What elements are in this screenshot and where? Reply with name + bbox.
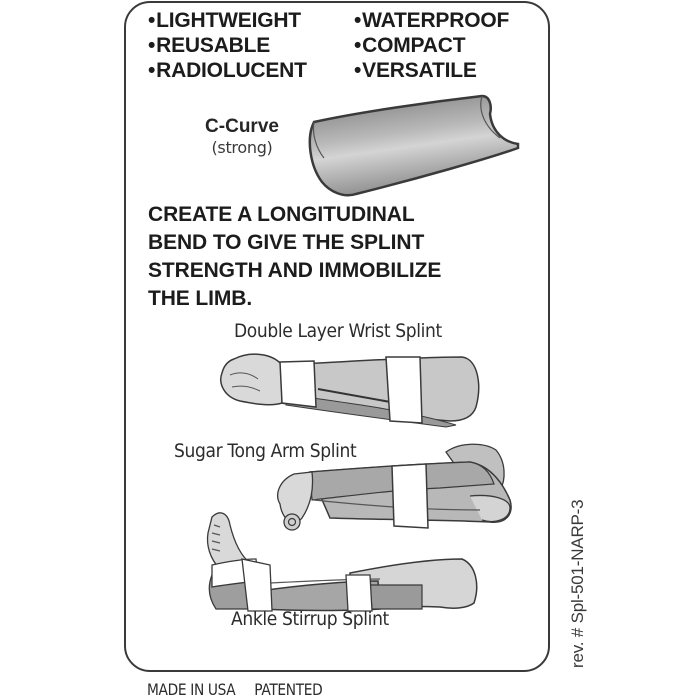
revision-code: rev. # Spl-501-NARP-3: [568, 499, 587, 668]
instruction-text: CREATE A LONGITUDINAL BEND TO GIVE THE S…: [148, 201, 538, 313]
feature-item: VERSATILE: [354, 58, 544, 83]
instruction-line: CREATE A LONGITUDINAL: [148, 203, 415, 226]
feature-item: RADIOLUCENT: [148, 58, 354, 83]
footer: MADE IN USA PATENTED: [147, 680, 323, 699]
feature-item: COMPACT: [354, 33, 544, 58]
made-in-label: MADE IN USA: [147, 680, 236, 699]
c-curve-subtitle: (strong): [211, 138, 273, 157]
feature-item: WATERPROOF: [354, 8, 544, 33]
sugar-tong-caption: Sugar Tong Arm Splint: [174, 440, 357, 462]
ankle-stirrup-caption: Ankle Stirrup Splint: [231, 608, 389, 630]
c-curve-splint-icon: [308, 94, 520, 197]
instruction-line: BEND TO GIVE THE SPLINT: [148, 231, 425, 254]
feature-item: LIGHTWEIGHT: [148, 8, 354, 33]
feature-item: REUSABLE: [148, 33, 354, 58]
sugar-tong-arm-splint-icon: [277, 443, 512, 531]
wrist-splint-icon: [220, 353, 480, 428]
patent-label: PATENTED: [254, 680, 323, 699]
feature-list: LIGHTWEIGHT WATERPROOF REUSABLE COMPACT …: [148, 8, 548, 83]
c-curve-title: C-Curve: [205, 116, 279, 137]
wrist-splint-caption: Double Layer Wrist Splint: [234, 320, 442, 342]
instruction-line: THE LIMB.: [148, 287, 253, 310]
ankle-stirrup-splint-icon: [206, 512, 478, 612]
c-curve-label: C-Curve (strong): [186, 116, 298, 158]
instruction-line: STRENGTH AND IMMOBILIZE: [148, 259, 442, 282]
